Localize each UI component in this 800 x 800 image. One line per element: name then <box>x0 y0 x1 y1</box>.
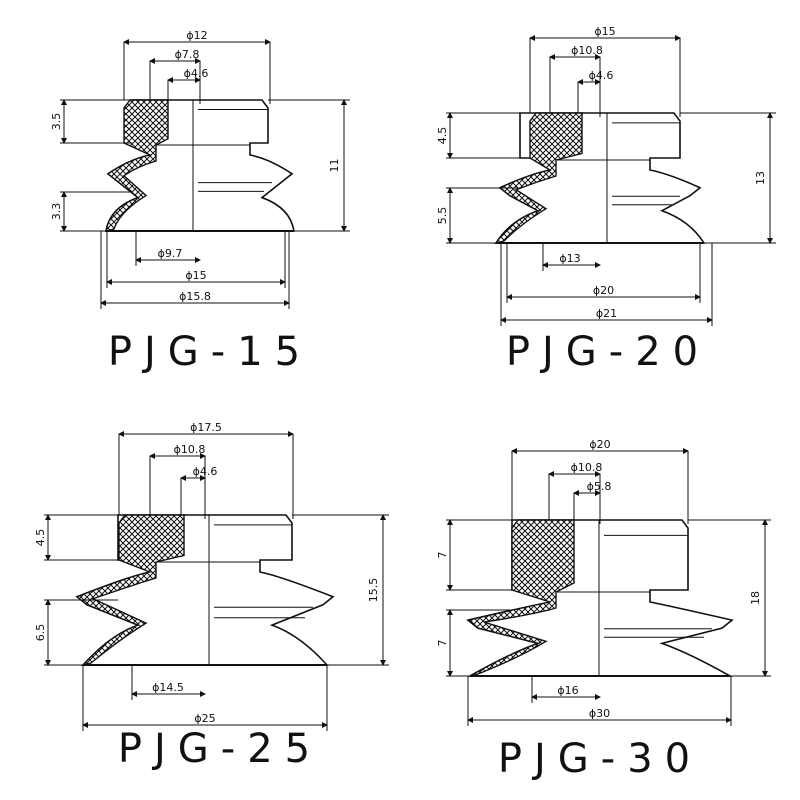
dimension-label: ϕ20 <box>593 284 614 297</box>
dimension-label: ϕ10.8 <box>571 461 603 474</box>
dimension-label: ϕ4.6 <box>193 465 218 478</box>
dimension-label: ϕ4.6 <box>184 67 209 80</box>
dimension-label: 13 <box>754 171 767 185</box>
dimension-label: ϕ15 <box>185 269 206 282</box>
dimension-label: ϕ20 <box>589 438 610 451</box>
dimension-label: 6.5 <box>34 624 47 642</box>
model-label: PJG-30 <box>498 736 702 782</box>
dimension-label: 3.3 <box>50 203 63 221</box>
dimension-label: 15.5 <box>367 578 380 603</box>
dimension-label: ϕ13 <box>559 252 580 265</box>
dimension-label: ϕ9.7 <box>158 247 183 260</box>
model-label: PJG-25 <box>118 726 322 772</box>
dimension-label: ϕ25 <box>194 712 215 725</box>
dimension-label: 18 <box>749 591 762 605</box>
dimension-label: ϕ21 <box>596 307 617 320</box>
dimension-label: 7 <box>436 552 449 559</box>
dimension-label: ϕ30 <box>589 707 610 720</box>
dimension-label: ϕ5.8 <box>587 480 612 493</box>
dimension-label: ϕ15.8 <box>179 290 211 303</box>
dimension-label: ϕ10.8 <box>571 44 603 57</box>
dimension-label: 4.5 <box>436 127 449 145</box>
dimension-label: ϕ14.5 <box>152 681 184 694</box>
cup-outline <box>466 519 734 677</box>
dimension-label: ϕ15 <box>594 25 615 38</box>
dimension-label: ϕ4.6 <box>589 69 614 82</box>
dimension-label: ϕ10.8 <box>174 443 206 456</box>
dimension-label: 3.5 <box>50 113 63 131</box>
model-label: PJG-20 <box>506 329 710 375</box>
dimension-label: ϕ12 <box>186 29 207 42</box>
dimension-label: 7 <box>436 640 449 647</box>
model-label: PJG-15 <box>108 329 312 375</box>
dimension-label: 11 <box>328 159 341 173</box>
dimension-label: ϕ16 <box>557 684 578 697</box>
dimension-label: 5.5 <box>436 207 449 225</box>
dimension-label: 4.5 <box>34 529 47 547</box>
dimension-label: ϕ7.8 <box>175 48 200 61</box>
dimension-label: ϕ17.5 <box>190 421 222 434</box>
